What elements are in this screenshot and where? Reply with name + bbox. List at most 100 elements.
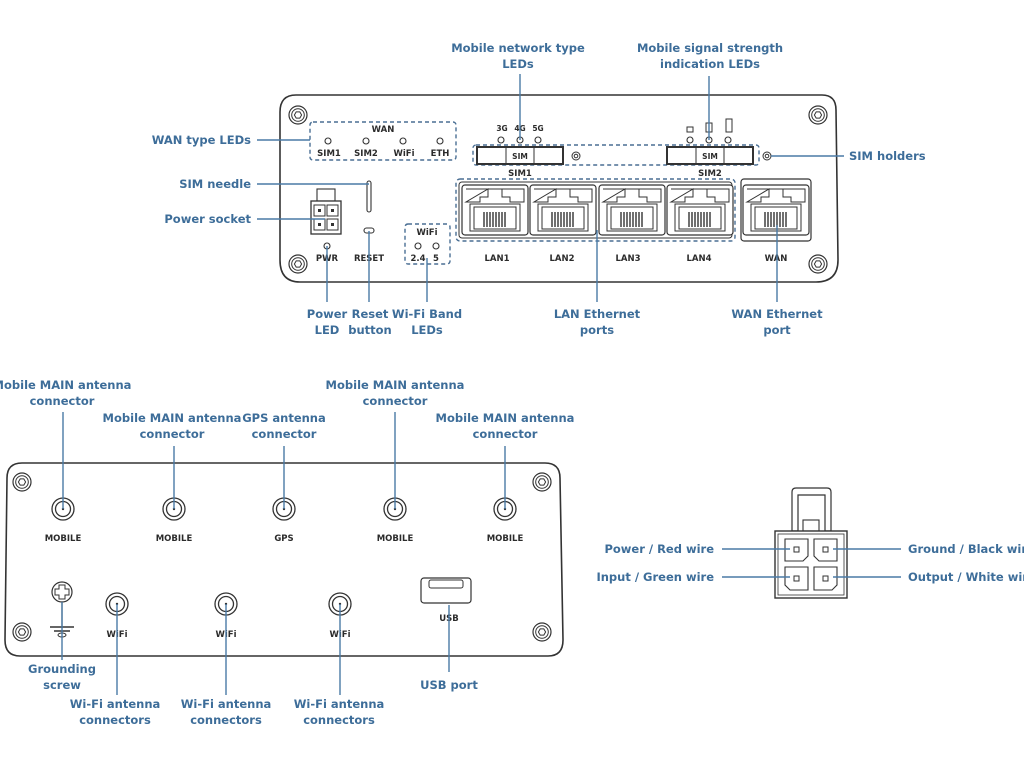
callout-mobile-antenna-3: Mobile MAIN antenna [326, 378, 465, 392]
callout-grounding-screw-2: screw [43, 678, 81, 692]
rear-connector-label: GPS [274, 534, 293, 544]
callout-grounding-screw: Grounding [28, 662, 96, 676]
callout-sim-holders: SIM holders [849, 149, 926, 163]
callout-mobile-antenna-1-2: connector [30, 394, 95, 408]
power-socket-icon [310, 188, 342, 235]
lan-label: LAN4 [686, 254, 711, 264]
callout-power-led: Power [307, 307, 348, 321]
wan-led-label: WiFi [393, 149, 414, 159]
led-sim2 [362, 137, 370, 145]
wan-port-label: WAN [765, 254, 788, 264]
screw-icon [288, 254, 308, 274]
callout-power-led-2: LED [315, 323, 340, 337]
sim1-eject-icon [571, 151, 581, 161]
pin-label-output: Output / White wire [908, 570, 1024, 584]
led-signal-3 [724, 136, 732, 144]
callout-signal-strength-leds-2: indication LEDs [660, 57, 760, 71]
wan-group-title: WAN [372, 125, 395, 135]
screw-icon [808, 105, 828, 125]
wifi-group-title: WiFi [416, 228, 437, 238]
led-wifi-24 [414, 242, 422, 250]
net-type-label: 5G [532, 124, 543, 133]
led-eth [436, 137, 444, 145]
wan-led-label: ETH [431, 149, 450, 159]
callout-wan-type-leds: WAN type LEDs [152, 133, 251, 147]
callout-wan-ethernet-port: WAN Ethernet [731, 307, 823, 321]
callout-lan-ethernet-ports-2: ports [580, 323, 614, 337]
callout-lan-ethernet-ports: LAN Ethernet [554, 307, 641, 321]
lan3-port[interactable] [598, 184, 666, 236]
signal-bar-strong-icon [725, 118, 733, 133]
sim-tray-label: SIM [512, 152, 528, 161]
wan-port[interactable] [742, 184, 810, 236]
wifi-band-label: 2.4 [410, 254, 425, 264]
callout-wifi-band-leds-2: LEDs [411, 323, 443, 337]
rear-connector-label: MOBILE [487, 534, 524, 544]
callout-sim-needle: SIM needle [179, 177, 251, 191]
callout-mobile-antenna-4-2: connector [473, 427, 538, 441]
led-signal-1 [686, 136, 694, 144]
sim1-label: SIM1 [508, 169, 532, 179]
lan-label: LAN1 [484, 254, 509, 264]
led-wifi-5 [432, 242, 440, 250]
signal-bar-weak-icon [686, 126, 694, 133]
wan-led-label: SIM1 [317, 149, 341, 159]
lan2-port[interactable] [529, 184, 597, 236]
screw-icon [532, 472, 552, 492]
rear-connector-label: MOBILE [377, 534, 414, 544]
callout-power-socket: Power socket [164, 212, 251, 226]
callout-gps-antenna-2: connector [252, 427, 317, 441]
callout-mobile-network-type-leds: Mobile network type [451, 41, 585, 55]
callout-wifi-antenna-1: Wi-Fi antenna [70, 697, 161, 711]
wan-led-label: SIM2 [354, 149, 378, 159]
rear-panel: MOBILE MOBILE GPS MOBILE MOBILE WiFi WiF… [0, 378, 574, 727]
callout-wifi-antenna-2: Wi-Fi antenna [181, 697, 272, 711]
screw-icon [808, 254, 828, 274]
callout-wifi-band-leds: Wi-Fi Band [392, 307, 462, 321]
wan-led-group [309, 121, 457, 161]
led-5g [534, 136, 542, 144]
callout-mobile-network-type-leds-2: LEDs [502, 57, 534, 71]
pin-input [784, 566, 809, 591]
callout-wifi-antenna-3-2: connectors [303, 713, 375, 727]
pin-label-ground: Ground / Black wire [908, 542, 1024, 556]
screw-icon [12, 472, 32, 492]
callout-mobile-antenna-3-2: connector [363, 394, 428, 408]
lan-ports-group [455, 178, 736, 242]
power-connector-pinout: Power / Red wire Ground / Black wire Inp… [596, 487, 1024, 599]
wifi-band-label: 5 [433, 254, 439, 264]
callout-mobile-antenna-4: Mobile MAIN antenna [436, 411, 575, 425]
pin-label-input: Input / Green wire [596, 570, 714, 584]
screw-icon [288, 105, 308, 125]
sim-needle-icon [366, 180, 372, 213]
lan1-port[interactable] [461, 184, 529, 236]
lan-label: LAN2 [549, 254, 574, 264]
lan-label: LAN3 [615, 254, 640, 264]
callout-mobile-antenna-1: Mobile MAIN antenna [0, 378, 131, 392]
net-type-label: 3G [496, 124, 507, 133]
sim-holders-group [472, 144, 760, 166]
callout-wifi-antenna-1-2: connectors [79, 713, 151, 727]
callout-usb-port: USB port [420, 678, 478, 692]
sim2-label: SIM2 [698, 169, 722, 179]
pin-label-power: Power / Red wire [604, 542, 714, 556]
pin-output [813, 566, 838, 591]
lan4-port[interactable] [666, 184, 734, 236]
pin-ground [813, 538, 838, 562]
callout-signal-strength-leds: Mobile signal strength [637, 41, 783, 55]
screw-icon [532, 622, 552, 642]
callout-reset-button-2: button [348, 323, 392, 337]
pin-power [784, 538, 809, 562]
sim-tray-label: SIM [702, 152, 718, 161]
rear-panel-body [4, 462, 564, 657]
callout-reset-button: Reset [352, 307, 389, 321]
callout-wifi-antenna-3: Wi-Fi antenna [294, 697, 385, 711]
callout-gps-antenna: GPS antenna [242, 411, 326, 425]
led-wifi [399, 137, 407, 145]
usb-port-icon[interactable] [420, 577, 472, 604]
front-panel: WAN SIM1 SIM2 WiFi ETH 3G 4G 5G SIM SIM … [152, 41, 926, 337]
sim2-eject-icon [762, 151, 772, 161]
grounding-screw-icon [50, 581, 74, 638]
callout-wan-ethernet-port-2: port [763, 323, 791, 337]
